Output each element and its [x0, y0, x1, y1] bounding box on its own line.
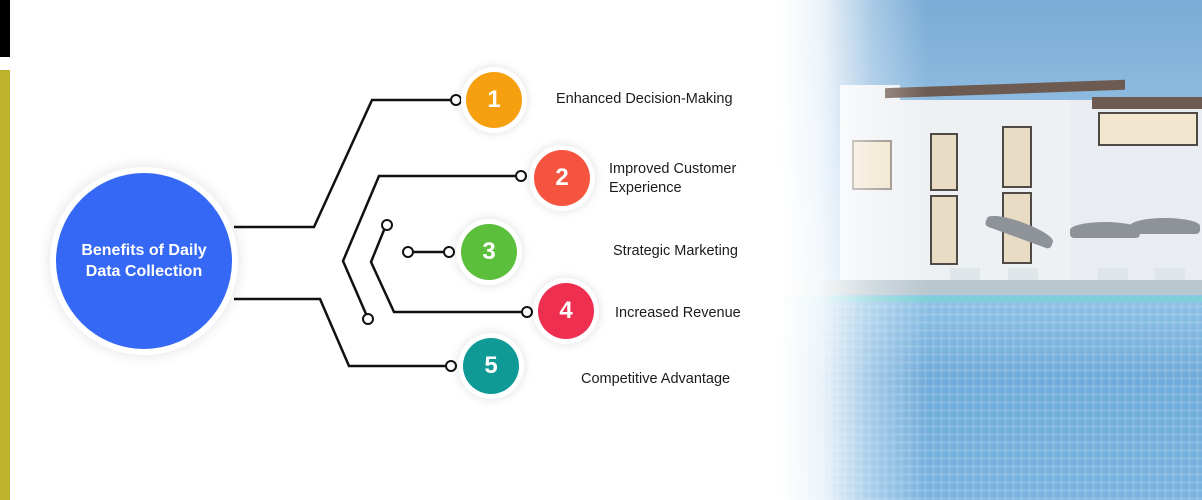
hub-circle: Benefits of Daily Data Collection	[50, 167, 238, 355]
benefit-label-2: Improved Customer Experience	[609, 161, 737, 196]
connector-dot	[362, 313, 374, 325]
benefit-label-3: Strategic Marketing	[613, 243, 738, 259]
hub-title: Benefits of Daily Data Collection	[81, 242, 207, 280]
resort-pool-photo	[780, 0, 1202, 500]
connector-dot	[515, 170, 527, 182]
connector-1	[234, 98, 451, 229]
benefit-number-4: 4	[538, 283, 594, 339]
benefit-label-4: Increased Revenue	[615, 305, 741, 321]
benefit-node-3: 3	[456, 219, 522, 285]
connector-dot	[445, 360, 457, 372]
connector-dot	[450, 94, 462, 106]
connector-dot	[381, 219, 393, 231]
benefit-node-4: 4	[533, 278, 599, 344]
hub-circle-fill: Benefits of Daily Data Collection	[56, 173, 232, 349]
connector-dot	[443, 246, 455, 258]
benefit-label-1: Enhanced Decision-Making	[556, 91, 733, 107]
top-left-black-bar	[0, 0, 10, 57]
benefit-node-2: 2	[529, 145, 595, 211]
left-olive-bar	[0, 70, 10, 500]
benefit-number-2: 2	[534, 150, 590, 206]
benefit-node-1: 1	[461, 67, 527, 133]
connector-2	[341, 174, 516, 315]
benefit-number-3: 3	[461, 224, 517, 280]
benefit-label-5: Competitive Advantage	[581, 371, 731, 387]
benefit-number-5: 5	[463, 338, 519, 394]
connector-4	[369, 229, 522, 314]
connector-dot	[402, 246, 414, 258]
connector-5	[234, 297, 446, 368]
benefit-number-1: 1	[466, 72, 522, 128]
connector-dot	[521, 306, 533, 318]
benefit-node-5: 5	[458, 333, 524, 399]
